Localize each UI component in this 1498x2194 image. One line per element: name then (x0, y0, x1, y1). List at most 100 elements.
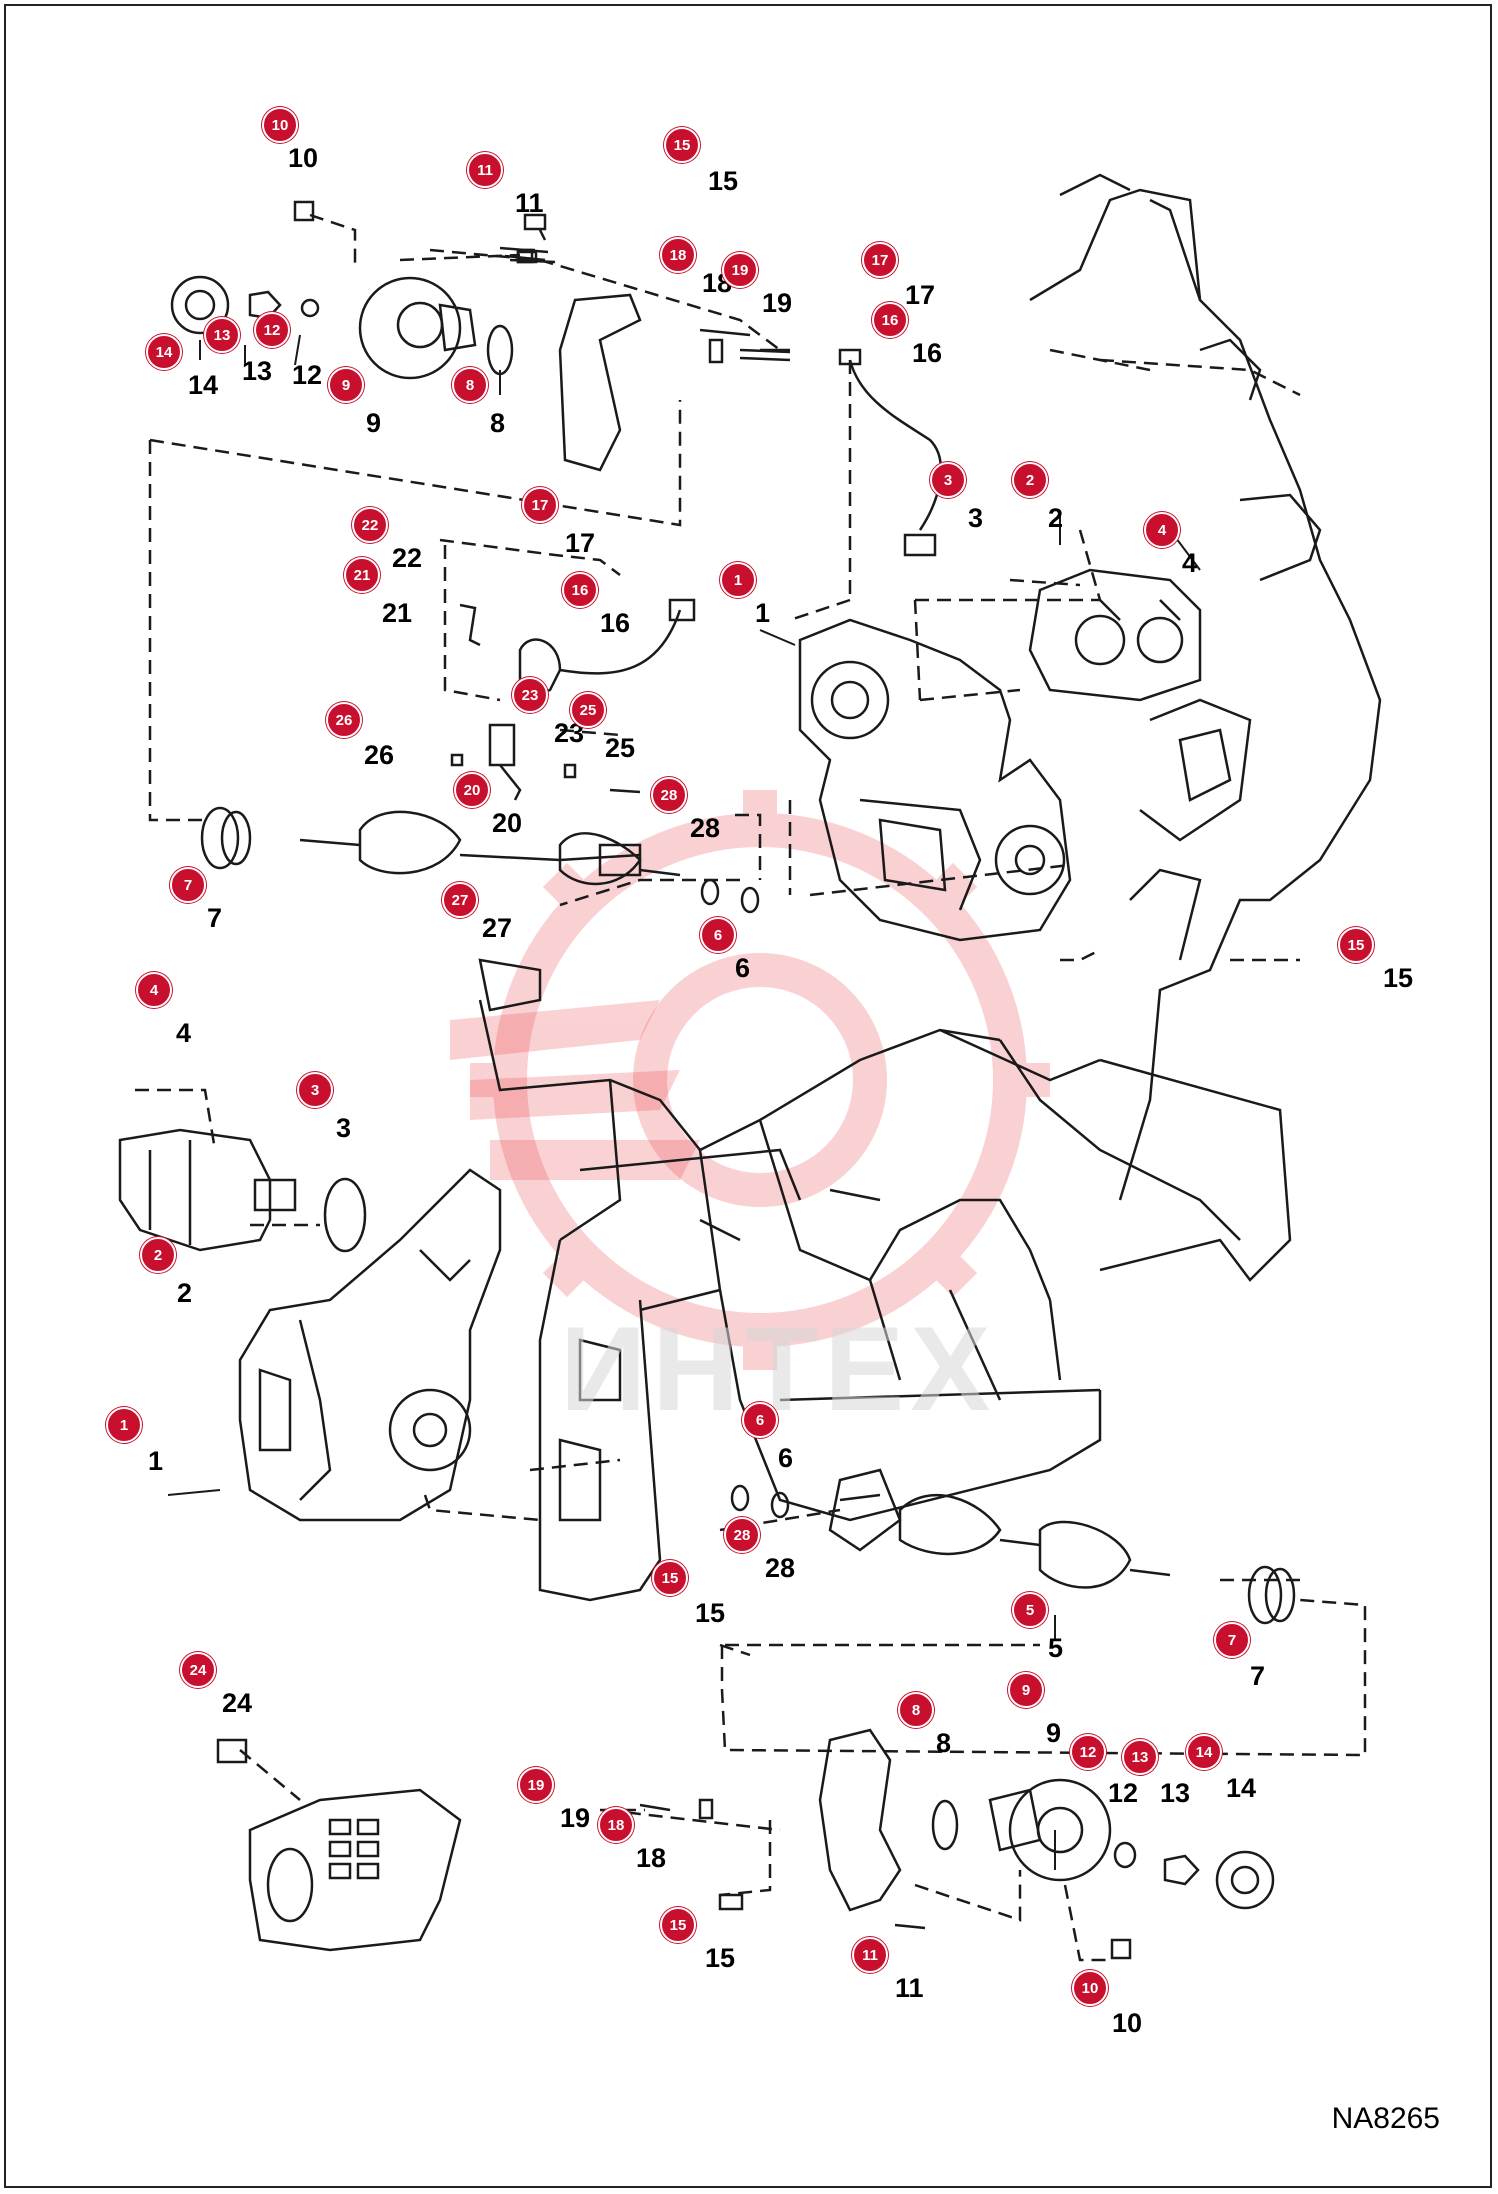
callout-marker-c4a[interactable]: 4 (1144, 512, 1180, 548)
callout-marker-c8a[interactable]: 8 (452, 367, 488, 403)
callout-marker-c3b[interactable]: 3 (297, 1072, 333, 1108)
part-number-c12b: 12 (1108, 1778, 1139, 1808)
callout-marker-c8b[interactable]: 8 (898, 1692, 934, 1728)
part-number-c15d: 15 (705, 1943, 736, 1973)
sensor-bracket-assembly (450, 598, 696, 801)
part-number-c7b: 7 (1250, 1661, 1266, 1691)
lower-right-hub-assembly (639, 1728, 1275, 1960)
callout-marker-c20[interactable]: 20 (454, 772, 490, 808)
callout-marker-c28a[interactable]: 28 (651, 777, 687, 813)
callout-marker-c16b[interactable]: 16 (562, 572, 598, 608)
callout-marker-c13a[interactable]: 13 (204, 317, 240, 353)
part-number-c6b: 6 (778, 1443, 794, 1473)
callout-marker-c15b[interactable]: 15 (1338, 927, 1374, 963)
part-number-c10a: 10 (288, 143, 319, 173)
part-number-c18b: 18 (636, 1843, 667, 1873)
callout-marker-c2b[interactable]: 2 (140, 1237, 176, 1273)
part-number-c3b: 3 (336, 1113, 352, 1143)
callout-marker-c1a[interactable]: 1 (720, 562, 756, 598)
part-number-c16a: 16 (912, 338, 943, 368)
callout-marker-c27[interactable]: 27 (442, 882, 478, 918)
part-number-c7a: 7 (207, 903, 223, 933)
callout-marker-c15a[interactable]: 15 (664, 127, 700, 163)
callout-marker-c18b[interactable]: 18 (598, 1807, 634, 1843)
part-number-c25: 25 (605, 733, 636, 763)
part-number-c4a: 4 (1182, 548, 1198, 578)
callout-marker-c9a[interactable]: 9 (328, 367, 364, 403)
callout-marker-c23[interactable]: 23 (512, 677, 548, 713)
callout-marker-c12b[interactable]: 12 (1070, 1734, 1106, 1770)
part-number-c28a: 28 (690, 813, 721, 843)
upper-gearbox (798, 618, 1072, 942)
callout-marker-c22[interactable]: 22 (352, 507, 388, 543)
part-number-c22: 22 (392, 543, 423, 573)
callout-marker-c15c[interactable]: 15 (652, 1560, 688, 1596)
part-number-c21: 21 (382, 598, 413, 628)
callout-marker-c9b[interactable]: 9 (1008, 1672, 1044, 1708)
part-number-c10b: 10 (1112, 2008, 1143, 2038)
callout-marker-c5[interactable]: 5 (1012, 1592, 1048, 1628)
part-number-c4b: 4 (176, 1018, 192, 1048)
part-number-c1b: 1 (148, 1446, 164, 1476)
callout-marker-c4b[interactable]: 4 (136, 972, 172, 1008)
part-number-c8b: 8 (936, 1728, 952, 1758)
callout-marker-c13b[interactable]: 13 (1122, 1739, 1158, 1775)
lower-driveshaft (730, 1468, 1296, 1625)
part-number-c13b: 13 (1160, 1778, 1191, 1808)
part-number-c2a: 2 (1048, 503, 1064, 533)
part-number-c11b: 11 (895, 1973, 924, 2003)
part-number-c2b: 2 (177, 1278, 193, 1308)
part-number-c17b: 17 (565, 528, 596, 558)
part-number-c19a: 19 (762, 288, 793, 318)
callout-marker-c19b[interactable]: 19 (518, 1767, 554, 1803)
callout-marker-c17a[interactable]: 17 (862, 242, 898, 278)
part-number-c9a: 9 (366, 408, 382, 438)
callout-marker-c12a[interactable]: 12 (254, 312, 290, 348)
callout-marker-c6b[interactable]: 6 (742, 1402, 778, 1438)
upper-sensor-harness (838, 348, 943, 557)
part-number-c20: 20 (492, 808, 523, 838)
part-number-c26: 26 (364, 740, 395, 770)
part-number-c17a: 17 (905, 280, 936, 310)
upper-left-hub-assembly (170, 200, 791, 472)
callout-marker-c25[interactable]: 25 (570, 692, 606, 728)
callout-marker-c2a[interactable]: 2 (1012, 462, 1048, 498)
callout-marker-c6a[interactable]: 6 (700, 917, 736, 953)
callout-marker-c1b[interactable]: 1 (106, 1407, 142, 1443)
part-number-c14b: 14 (1226, 1773, 1257, 1803)
callout-marker-c7a[interactable]: 7 (170, 867, 206, 903)
upper-driveshaft (200, 806, 760, 914)
part-number-c13a: 13 (242, 356, 273, 386)
callout-marker-c24[interactable]: 24 (180, 1652, 216, 1688)
callout-marker-c7b[interactable]: 7 (1214, 1622, 1250, 1658)
callout-marker-c11b[interactable]: 11 (852, 1937, 888, 1973)
part-number-c12a: 12 (292, 360, 323, 390)
callout-marker-c14a[interactable]: 14 (146, 334, 182, 370)
callout-marker-c15d[interactable]: 15 (660, 1907, 696, 1943)
callout-marker-c16a[interactable]: 16 (872, 302, 908, 338)
part-number-c24: 24 (222, 1688, 253, 1718)
chassis-frame (478, 173, 1382, 1602)
callout-marker-c3a[interactable]: 3 (930, 462, 966, 498)
drawing-code: NA8265 (1331, 2102, 1440, 2135)
callout-marker-c10a[interactable]: 10 (262, 107, 298, 143)
part-number-c15c: 15 (695, 1598, 726, 1628)
part-number-c3a: 3 (968, 503, 984, 533)
part-number-c27: 27 (482, 913, 513, 943)
part-number-c16b: 16 (600, 608, 631, 638)
callout-marker-c18a[interactable]: 18 (660, 237, 696, 273)
callout-marker-c14b[interactable]: 14 (1186, 1734, 1222, 1770)
part-number-c5: 5 (1048, 1633, 1064, 1663)
part-number-c9b: 9 (1046, 1718, 1062, 1748)
callout-marker-c19a[interactable]: 19 (722, 252, 758, 288)
controller-keypad (328, 1818, 380, 1880)
callout-marker-c11a[interactable]: 11 (467, 152, 503, 188)
callout-marker-c17b[interactable]: 17 (522, 487, 558, 523)
diagram-frame (4, 4, 1492, 2188)
callout-marker-c10b[interactable]: 10 (1072, 1970, 1108, 2006)
callout-marker-c26[interactable]: 26 (326, 702, 362, 738)
watermark-arrows-icon (450, 1000, 700, 1180)
callout-marker-c21[interactable]: 21 (344, 557, 380, 593)
part-number-c15a: 15 (708, 166, 739, 196)
callout-marker-c28b[interactable]: 28 (724, 1517, 760, 1553)
